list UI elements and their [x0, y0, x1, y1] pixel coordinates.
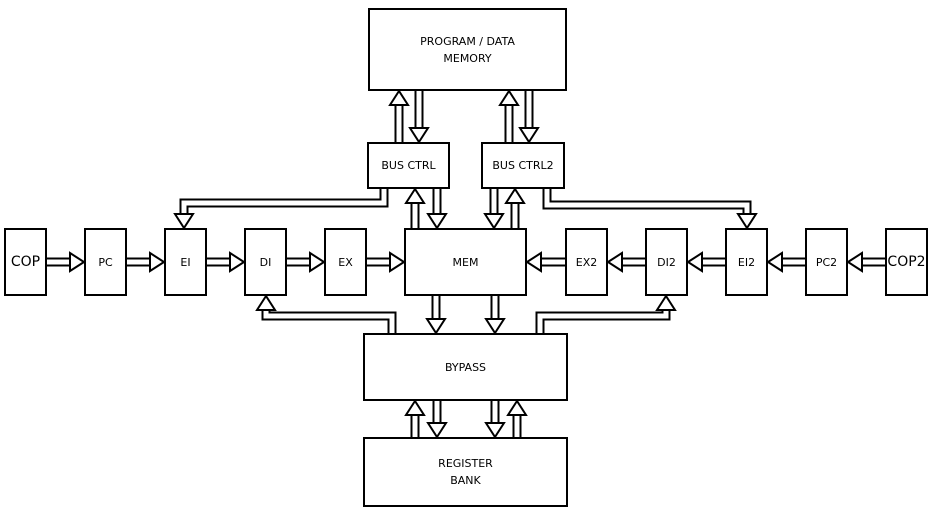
- arrow-mem-bypass-2: [484, 296, 506, 335]
- arrow-ei2-di2: [686, 251, 725, 273]
- pc2-block: PC2: [805, 228, 848, 296]
- bus-ctrl2-block: BUS CTRL2: [481, 142, 565, 189]
- bypass-block: BYPASS: [363, 333, 568, 401]
- arrow-mem-busctrl: [404, 187, 426, 228]
- arrow-bypass-regbank-2: [484, 401, 506, 439]
- cop-block: COP: [4, 228, 47, 296]
- di2-block: DI2: [645, 228, 688, 296]
- arrow-ex2-mem: [525, 251, 565, 273]
- arrow-mem-busctrl2: [504, 187, 526, 228]
- arrow-ei-di: [206, 251, 246, 273]
- arrow-bypass-regbank-1: [426, 401, 448, 439]
- ei-block: EI: [164, 228, 207, 296]
- arrow-bypass-di2: [535, 294, 677, 333]
- arrow-di-ex: [286, 251, 326, 273]
- mem-block: MEM: [404, 228, 527, 296]
- ex-block: EX: [324, 228, 367, 296]
- arrow-regbank-bypass-1: [404, 399, 426, 437]
- arrow-bypass-di: [255, 294, 397, 333]
- arrow-regbank-bypass-2: [506, 399, 528, 437]
- di-block: DI: [244, 228, 287, 296]
- ei2-block: EI2: [725, 228, 768, 296]
- arrow-busctrl2-mem: [483, 189, 505, 230]
- arrow-pc2-ei2: [766, 251, 805, 273]
- arrow-memory-busctrl: [408, 91, 430, 144]
- arrow-di2-ex2: [606, 251, 645, 273]
- arrow-ex-mem: [366, 251, 406, 273]
- arrow-memory-busctrl2: [518, 91, 540, 144]
- arrow-busctrl-memory: [388, 89, 410, 142]
- arrow-busctrl2-ei2: [542, 189, 758, 230]
- pc-block: PC: [84, 228, 127, 296]
- arrow-busctrl-ei: [173, 189, 389, 230]
- arrow-pc-ei: [126, 251, 166, 273]
- register-bank-block: REGISTER BANK: [363, 437, 568, 507]
- bus-ctrl-block: BUS CTRL: [367, 142, 450, 189]
- arrow-cop2-pc2: [846, 251, 885, 273]
- arrow-busctrl2-memory: [498, 89, 520, 142]
- ex2-block: EX2: [565, 228, 608, 296]
- arrow-cop-pc: [46, 251, 86, 273]
- program-data-memory-block: PROGRAM / DATA MEMORY: [368, 8, 567, 91]
- cop2-block: COP2: [885, 228, 928, 296]
- arrow-mem-bypass-1: [425, 296, 447, 335]
- arrow-busctrl-mem: [426, 189, 448, 230]
